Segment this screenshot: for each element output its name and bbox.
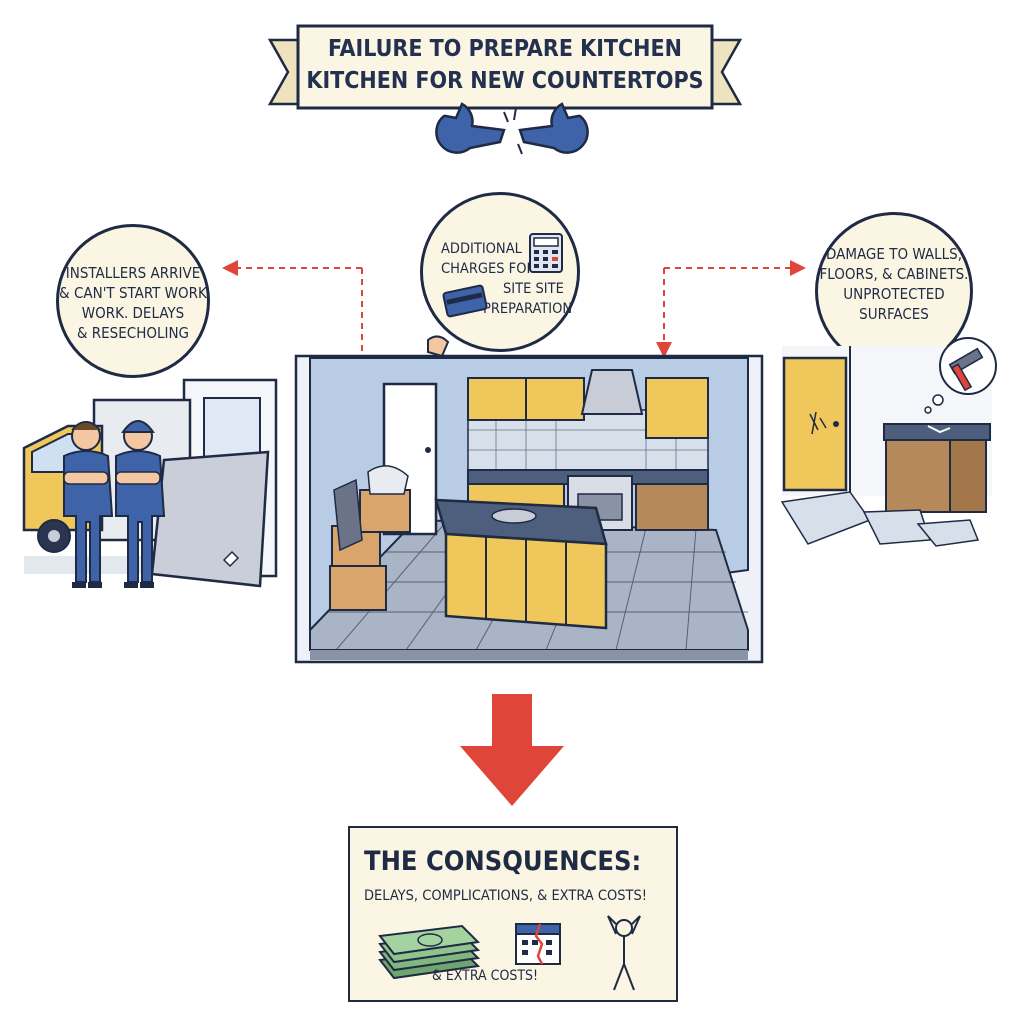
broken-calendar-icon xyxy=(515,923,561,965)
installers-scene xyxy=(22,378,278,588)
money-stack-icon xyxy=(378,924,481,980)
calculator-icon xyxy=(529,233,563,273)
installer-delay-bubble: INSTALLERS ARRIVE & CAN'T START WORK WOR… xyxy=(56,224,210,378)
title-banner: FAILURE TO PREPARE KITCHEN KITCHEN FOR N… xyxy=(267,22,743,118)
bubble-right-line-3: UNPROTECTED xyxy=(843,285,945,303)
bubble-center-line-2: CHARGES FOR xyxy=(441,261,536,277)
bubble-right-line-2: FLOORS, & CABINETS. xyxy=(819,265,969,283)
bubble-right-line-1: DAMAGE TO WALLS, xyxy=(825,245,962,263)
bubble-right-line-4: SURFACES xyxy=(859,305,929,323)
consequences-box: THE CONSQUENCES: DELAYS, COMPLICATIONS, … xyxy=(348,826,678,1002)
hammer-thought xyxy=(924,337,997,414)
bubble-center-line-4: PREPARATION xyxy=(483,301,573,317)
consequences-extra-costs: & EXTRA COSTS! xyxy=(432,968,539,984)
bubble-left-line-2: & CAN'T START WORK xyxy=(59,284,207,302)
bubble-left-line-1: INSTALLERS ARRIVE xyxy=(65,264,201,282)
stressed-person-icon xyxy=(607,915,641,991)
additional-charges-bubble: ADDITIONAL CHARGES FOR SITE SITE PREPARA… xyxy=(420,192,580,352)
title-line-2: KITCHEN FOR NEW COUNTERTOPS xyxy=(306,68,704,94)
hand-icon xyxy=(427,335,450,358)
broken-wrench-icon xyxy=(435,102,589,155)
moving-boxes xyxy=(329,465,411,611)
ribbon-shape xyxy=(267,24,743,110)
down-arrow-icon xyxy=(460,694,564,806)
installer-2 xyxy=(115,420,166,588)
credit-card-icon xyxy=(442,284,488,318)
hammer-icon xyxy=(948,347,984,392)
title-line-1: FAILURE TO PREPARE KITCHEN xyxy=(328,36,682,62)
bubble-left-line-3: WORK. DELAYS xyxy=(81,304,185,322)
bubble-center-line-3: SITE SITE xyxy=(503,281,564,297)
damage-bubble: DAMAGE TO WALLS, FLOORS, & CABINETS. UNP… xyxy=(815,212,973,370)
bubble-center-line-1: ADDITIONAL xyxy=(441,241,522,257)
consequences-heading: THE CONSQUENCES: xyxy=(364,846,642,877)
consequences-subtitle: DELAYS, COMPLICATIONS, & EXTRA COSTS! xyxy=(364,888,648,904)
bubble-left-line-4: & RESECHOLING xyxy=(76,324,190,342)
damage-scene xyxy=(780,337,997,547)
kitchen-scene xyxy=(294,335,764,664)
installer-1 xyxy=(63,421,114,588)
